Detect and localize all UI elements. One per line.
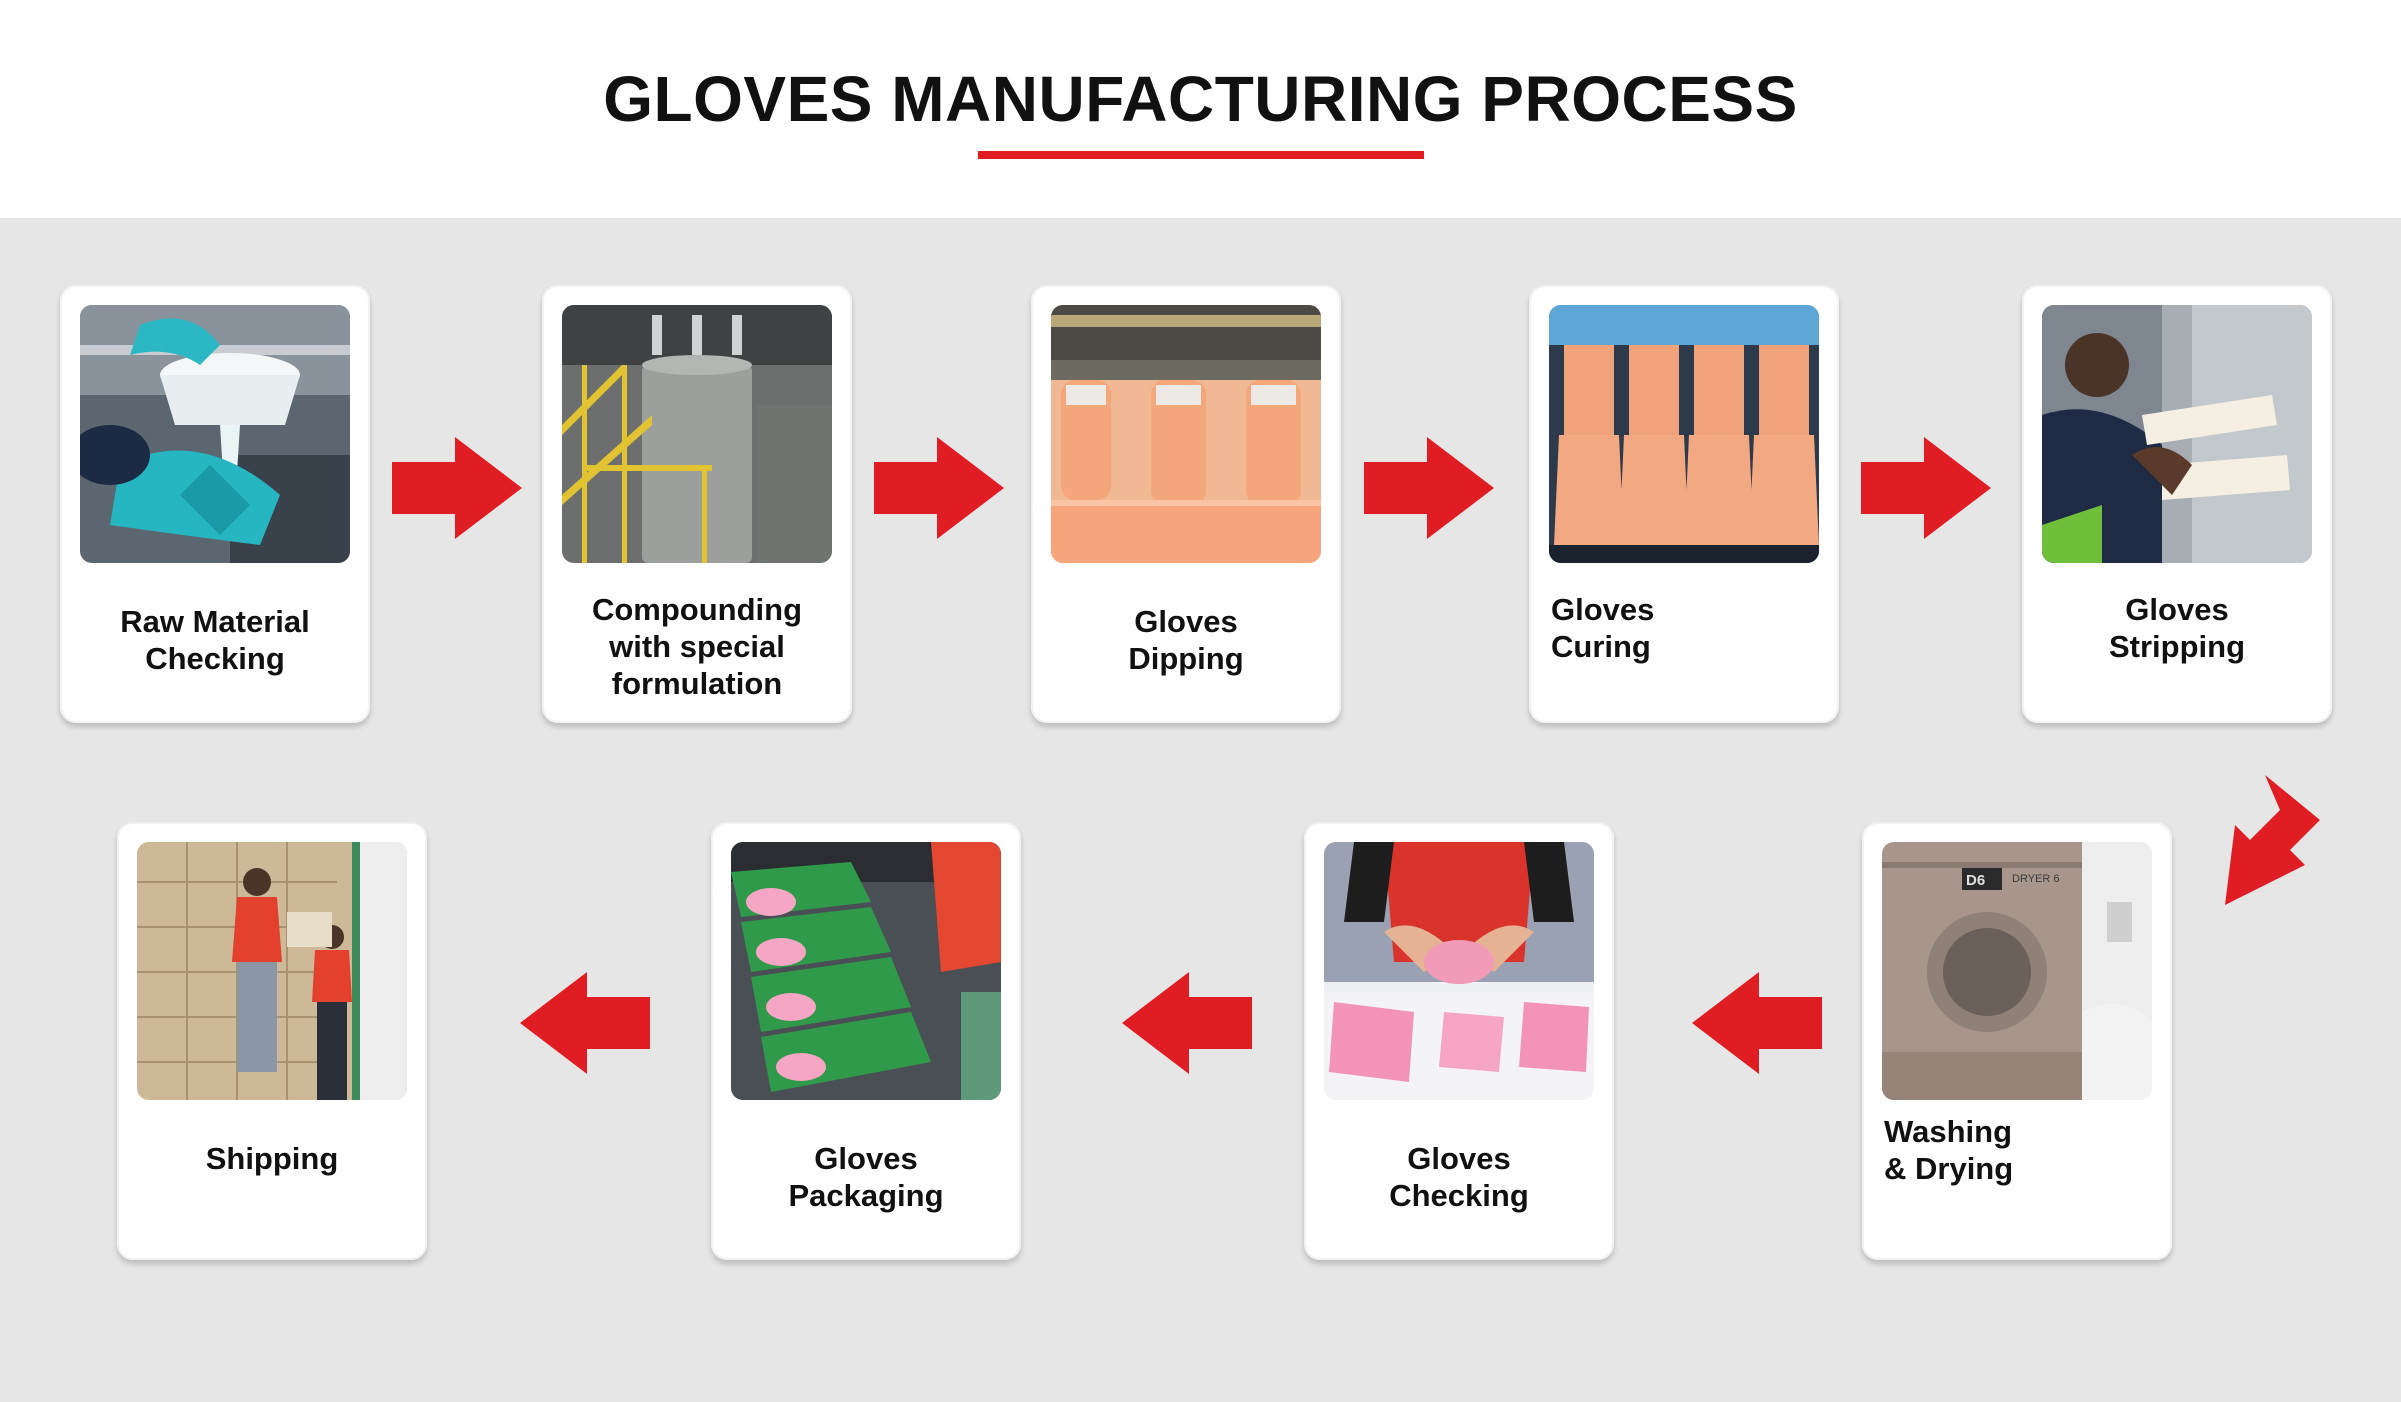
step-label: Gloves Dipping (1128, 604, 1244, 676)
dryer-label-text: DRYER 6 (2012, 873, 2059, 885)
flow-arrow-right (1364, 437, 1494, 539)
shipping-photo (137, 842, 407, 1100)
flow-arrow-left (520, 972, 650, 1074)
flow-arrow-right (392, 437, 522, 539)
washing-drying-photo: D6 DRYER 6 (1882, 842, 2152, 1100)
packaging-photo (731, 842, 1001, 1100)
step-card-gloves-stripping: Gloves Stripping (2022, 285, 2332, 723)
checking-photo (1324, 842, 1594, 1100)
step-label: Raw Material Checking (120, 604, 310, 676)
step-card-washing-drying: D6 DRYER 6 Washing & Drying (1862, 822, 2172, 1260)
dryer-tag-text: D6 (1966, 872, 1985, 889)
dipping-photo (1051, 305, 1321, 563)
step-card-gloves-checking: Gloves Checking (1304, 822, 1614, 1260)
step-card-gloves-dipping: Gloves Dipping (1031, 285, 1341, 723)
step-card-gloves-packaging: Gloves Packaging (711, 822, 1021, 1260)
step-label: Shipping (205, 1141, 339, 1176)
step-card-compounding: Compounding with special formulation (542, 285, 852, 723)
step-label: Compounding with special formulation (591, 592, 803, 701)
flow-arrow-right (874, 437, 1004, 539)
flow-arrow-down-left (2205, 770, 2325, 910)
raw-material-photo (80, 305, 350, 563)
step-card-gloves-curing: Gloves Curing (1529, 285, 1839, 723)
title-underline (978, 151, 1424, 159)
step-label: Gloves Curing (1551, 592, 1655, 664)
flow-arrow-left (1122, 972, 1252, 1074)
compounding-photo (562, 305, 832, 563)
stripping-photo (2042, 305, 2312, 563)
step-label: Gloves Stripping (2108, 592, 2246, 664)
step-label: Gloves Checking (1389, 1141, 1529, 1213)
flow-arrow-left (1692, 972, 1822, 1074)
step-card-shipping: Shipping (117, 822, 427, 1260)
step-card-raw-material-checking: Raw Material Checking (60, 285, 370, 723)
flow-arrow-right (1861, 437, 1991, 539)
step-label: Washing & Drying (1884, 1114, 2014, 1186)
step-label: Gloves Packaging (788, 1141, 944, 1213)
curing-photo (1549, 305, 1819, 563)
page-title: GLOVES MANUFACTURING PROCESS (603, 63, 1798, 135)
